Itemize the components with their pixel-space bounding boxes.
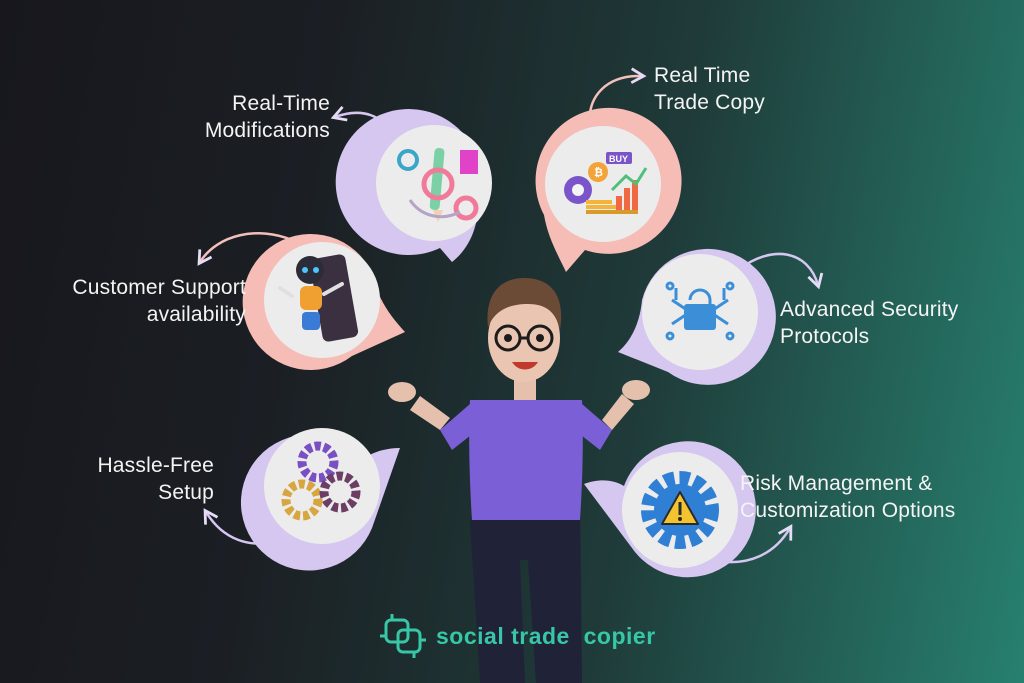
label-line: Setup [158,481,214,504]
svg-text:BUY: BUY [609,154,628,164]
label-risk: Risk Management & Customization Options [740,470,1020,524]
bubble-security [618,248,776,385]
pencil-gear-icon [397,148,479,222]
label-realtime-copy: Real Time Trade Copy [654,62,824,116]
bubble-realtime-copy: ₿ BUY [535,107,682,272]
label-realtime-modifications: Real-Time Modifications [160,90,330,144]
svg-text:₿: ₿ [594,167,603,179]
gears-icon [281,441,361,521]
crypto-chart-icon: ₿ BUY [564,152,648,214]
warning-gear-icon [641,471,719,549]
label-setup: Hassle-Free Setup [50,452,214,506]
bubble-realtime-modifications [335,109,492,263]
label-line: Customization Options [740,499,956,522]
label-line: Advanced Security [780,298,959,321]
bubble-setup [240,428,400,571]
label-line: Real-Time [232,92,330,115]
brand-name: social trade copier [436,622,656,649]
brand-footer: social trade copier [436,612,656,660]
label-line: Risk Management & [740,472,933,495]
label-customer-support: Customer Support availability [20,274,246,328]
label-line: Protocols [780,325,870,348]
lock-circuit-icon [665,281,735,341]
label-line: availability [146,303,246,326]
label-line: Real Time [654,64,751,87]
brand-logo-icon [380,614,426,658]
label-line: Customer Support [72,276,246,299]
bubble-customer-support [242,234,405,371]
label-security: Advanced Security Protocols [780,296,1010,350]
label-line: Hassle-Free [97,454,214,477]
robot-support-icon [278,254,359,342]
arrow-customer-support [197,232,293,266]
label-line: Modifications [204,119,330,142]
bubble-risk [584,441,756,578]
character-illustration [388,278,650,683]
label-line: Trade Copy [654,91,765,114]
